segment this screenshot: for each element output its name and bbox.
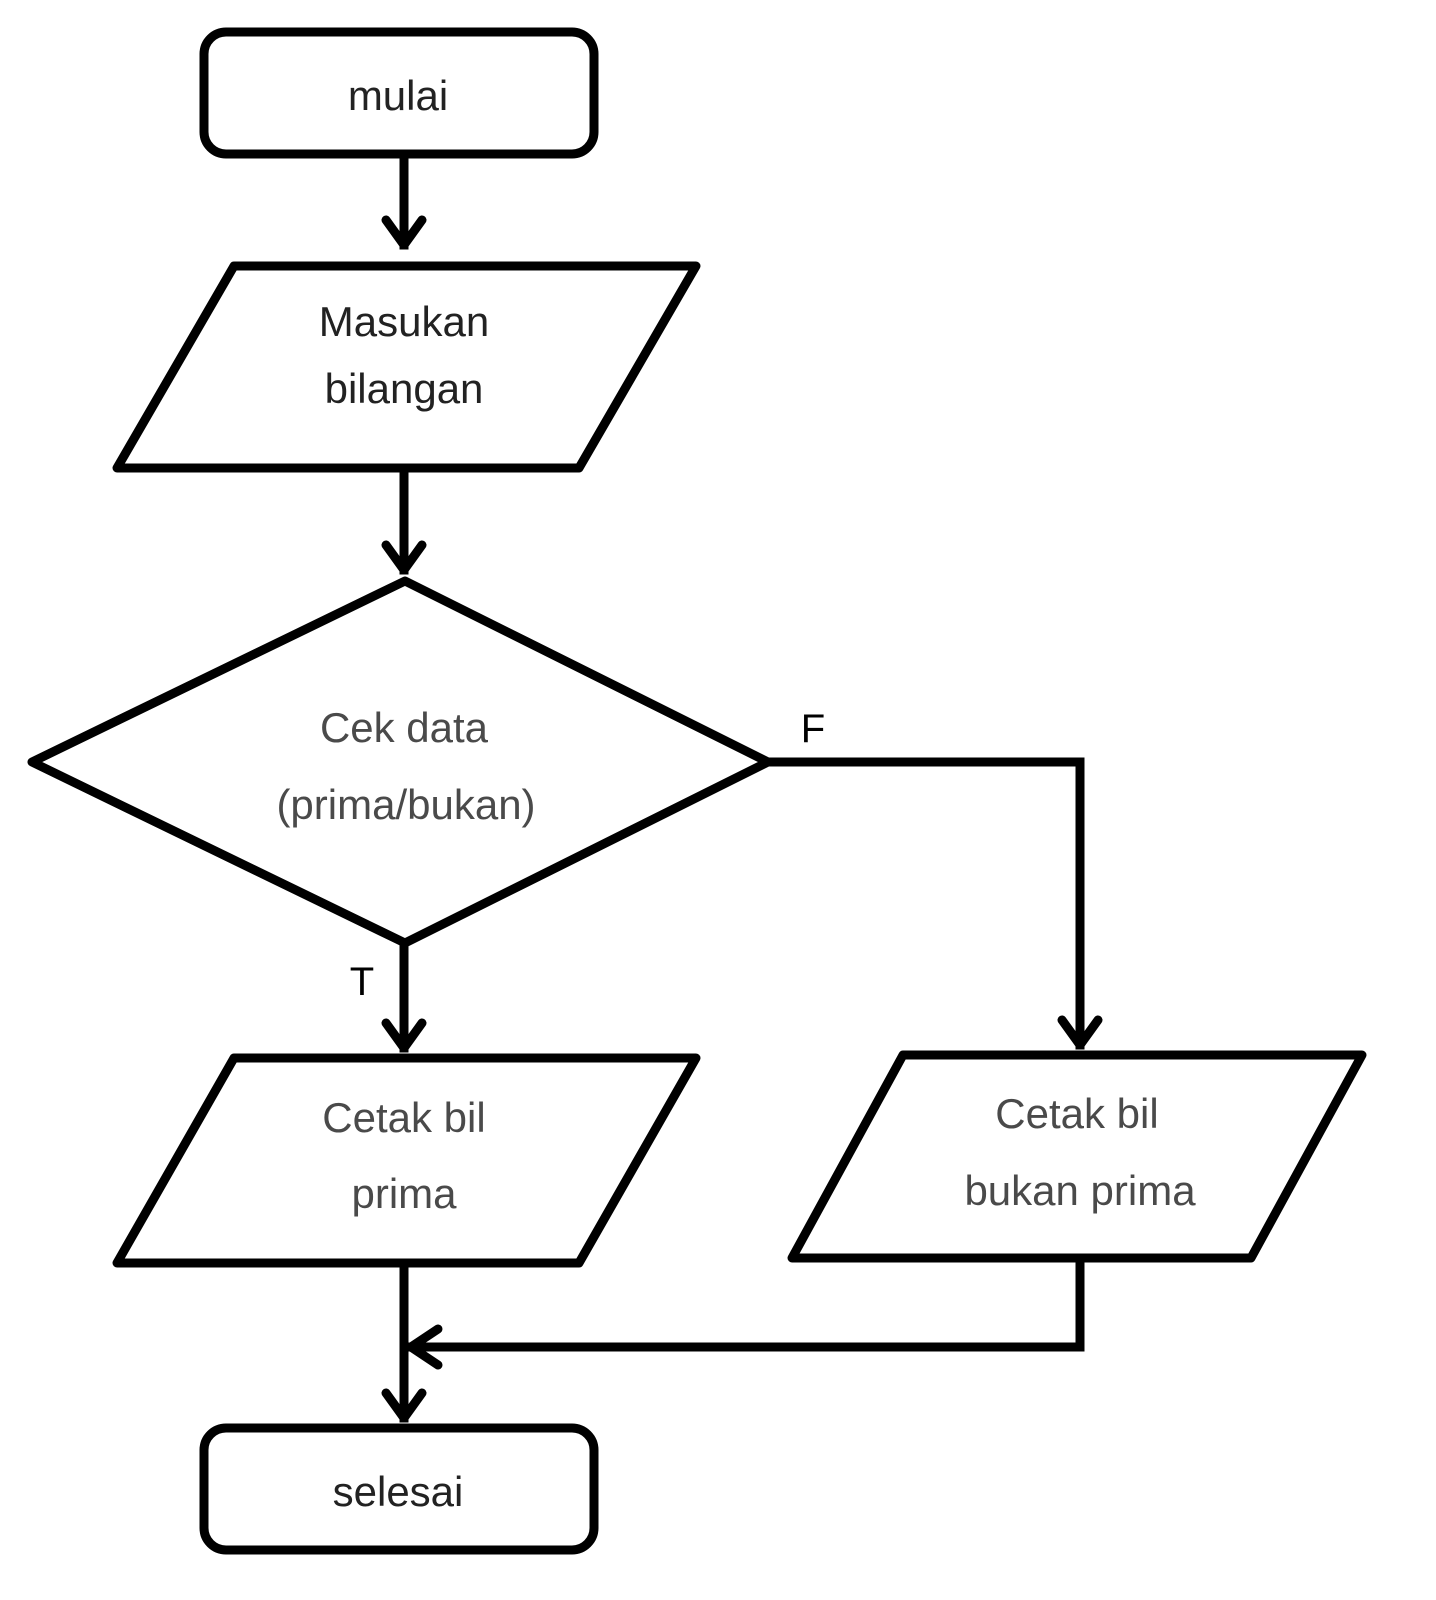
false-branch-label: F <box>801 707 825 751</box>
arrowhead-down <box>381 1018 427 1053</box>
start-terminal-shape <box>199 27 599 159</box>
end-label: selesai <box>333 1468 464 1515</box>
connector-prime-to-end <box>381 1258 427 1423</box>
arrowhead-down <box>381 1388 427 1423</box>
decision-label-line1: Cek data <box>320 704 489 751</box>
decision-node: Cek data (prima/bukan) <box>27 576 773 948</box>
connector-start-to-input <box>381 149 427 250</box>
arrowhead-down <box>381 215 427 250</box>
decision-diamond-shape <box>27 576 773 948</box>
connector-not-prime-merge <box>406 1253 1085 1370</box>
output-not-prime-node: Cetak bil bukan prima <box>787 1050 1367 1263</box>
decision-label-line2: (prima/bukan) <box>276 781 535 828</box>
arrowhead-down <box>1057 1015 1103 1050</box>
input-parallelogram-shape <box>112 261 701 473</box>
connector-input-to-decision <box>381 463 427 575</box>
start-node: mulai <box>199 27 599 159</box>
output-prime-label-line1: Cetak bil <box>322 1094 485 1141</box>
start-label: mulai <box>348 72 448 119</box>
output-prime-label-line2: prima <box>351 1170 457 1217</box>
connector-false-branch: F <box>763 707 1103 1050</box>
arrowhead-down <box>381 540 427 575</box>
input-node: Masukan bilangan <box>112 261 701 473</box>
input-label-line1: Masukan <box>319 298 489 345</box>
input-label-line2: bilangan <box>325 365 484 412</box>
connector-true-branch: T <box>350 938 427 1053</box>
end-terminal-shape <box>199 1423 599 1555</box>
output-prime-parallelogram-shape <box>112 1053 701 1268</box>
output-not-prime-label-line1: Cetak bil <box>995 1090 1158 1137</box>
output-not-prime-label-line2: bukan prima <box>964 1167 1196 1214</box>
arrowhead-left <box>406 1324 443 1370</box>
output-prime-node: Cetak bil prima <box>112 1053 701 1268</box>
output-not-prime-parallelogram-shape <box>787 1050 1367 1263</box>
true-branch-label: T <box>350 960 374 1004</box>
end-node: selesai <box>199 1423 599 1555</box>
